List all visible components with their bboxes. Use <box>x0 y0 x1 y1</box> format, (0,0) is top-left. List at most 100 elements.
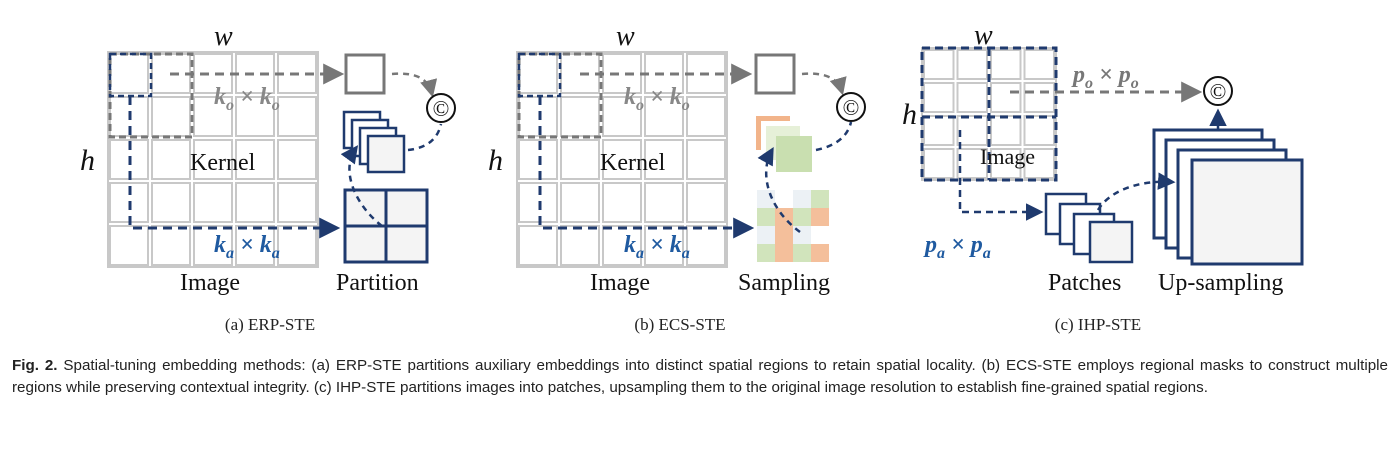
caption-c: (c) IHP-STE <box>1055 315 1141 334</box>
concat-circle-a <box>426 93 456 123</box>
kernel-label-b: Kernel <box>600 150 666 176</box>
grid-border <box>107 51 319 268</box>
grid-cell <box>686 182 726 223</box>
partition-grid-a <box>343 188 429 264</box>
panel-c: w h Image po × po © Up-sampling Patches <box>902 20 1304 334</box>
grid-cell <box>109 225 149 266</box>
sampling-cell <box>757 208 775 226</box>
image-grid-b <box>516 51 728 268</box>
grid-cell <box>277 96 317 137</box>
sampling-cell <box>811 244 829 262</box>
navy-path-b <box>538 96 755 239</box>
grid-cell <box>193 96 233 137</box>
partition-label-a: Partition <box>336 270 419 296</box>
grid-cell <box>193 139 233 180</box>
concat-circle-b <box>836 92 866 122</box>
figure-caption-text: Spatial-tuning embedding methods: (a) ER… <box>12 357 1388 396</box>
grid-cell <box>151 139 191 180</box>
concat-circle-c <box>1203 76 1233 106</box>
sampling-checkerboard-b <box>757 190 829 262</box>
grid-cell <box>923 115 955 146</box>
grid-cell <box>686 139 726 180</box>
navy-curve-stack-b <box>815 121 853 152</box>
concat-symbol-b: © <box>843 95 860 120</box>
image-grid-c <box>921 47 1057 181</box>
panel-a: w h Kernel Image ko × ko ka × ka © <box>80 21 456 334</box>
image-label-a: Image <box>180 270 240 296</box>
grid-cell <box>518 96 558 137</box>
grid-cell <box>990 49 1022 80</box>
sampling-cell <box>757 190 775 208</box>
sampling-cell <box>793 244 811 262</box>
grid-cell <box>644 96 684 137</box>
grid-cell <box>560 225 600 266</box>
pa-label-c: pa × pa <box>923 232 991 262</box>
grid-cell <box>1023 148 1055 179</box>
stack-colored-b <box>756 116 812 172</box>
grid-cell <box>602 96 642 137</box>
grid-cell <box>235 182 275 223</box>
grid-cell <box>518 53 558 94</box>
patches-label-c: Patches <box>1048 270 1121 296</box>
navy-curve-stack-a <box>407 123 443 152</box>
figure-caption: Fig. 2. Spatial-tuning embedding methods… <box>12 355 1388 399</box>
width-label-b: w <box>616 21 635 52</box>
patches-stack-c <box>1044 192 1134 264</box>
grid-cell <box>518 225 558 266</box>
grid-cell <box>109 53 149 94</box>
grid-cell <box>1023 82 1055 113</box>
sampling-cell <box>757 226 775 244</box>
grid-cell <box>923 148 955 179</box>
concat-symbol-c: © <box>1210 79 1227 104</box>
height-label-c: h <box>902 98 917 131</box>
grid-cell <box>990 82 1022 113</box>
grid-cell <box>518 182 558 223</box>
grid-cell <box>151 96 191 137</box>
grid-cell <box>277 225 317 266</box>
grid-cell <box>686 225 726 266</box>
concat-symbol-a: © <box>433 96 450 121</box>
grid-cell <box>1023 115 1055 146</box>
height-label-b: h <box>488 144 503 177</box>
upsampling-label-c: Up-sampling <box>1158 270 1283 296</box>
grid-cell <box>151 225 191 266</box>
grid-cell <box>602 139 642 180</box>
grid-cell <box>560 182 600 223</box>
grid-cell <box>277 182 317 223</box>
width-label-a: w <box>214 21 233 52</box>
grid-cell <box>235 139 275 180</box>
gray-curve-b <box>801 72 847 96</box>
grid-cell <box>602 182 642 223</box>
grid-cell <box>193 225 233 266</box>
ko-label-b: ko × ko <box>624 84 690 114</box>
grid-cell <box>193 182 233 223</box>
sampling-cell <box>775 190 793 208</box>
sampling-cell <box>775 244 793 262</box>
po-label-c: po × po <box>1071 62 1139 92</box>
navy-curve-sampling-b <box>757 146 801 234</box>
grid-cell <box>235 225 275 266</box>
upsampling-stack-c <box>1152 128 1304 266</box>
grid-cell <box>235 96 275 137</box>
sampling-cell <box>757 244 775 262</box>
grid-cell <box>277 139 317 180</box>
grid-cell <box>956 148 988 179</box>
grid-cell <box>193 53 233 94</box>
panel-b: w h Kernel Image ko × ko ka × ka © Sampl… <box>488 21 866 334</box>
grid-cell <box>602 225 642 266</box>
grid-cell <box>956 82 988 113</box>
grid-cell <box>686 96 726 137</box>
sampling-label-b: Sampling <box>738 270 830 296</box>
ko-label-a: ko × ko <box>214 84 280 114</box>
ka-label-b: ka × ka <box>624 232 690 262</box>
grid-border <box>516 51 728 268</box>
pooled-box-a <box>344 53 386 95</box>
grid-cell <box>151 182 191 223</box>
pooled-box-b <box>754 53 796 95</box>
grid-cell <box>518 139 558 180</box>
grid-cell <box>956 49 988 80</box>
grid-cell <box>560 96 600 137</box>
grid-cell <box>923 49 955 80</box>
grid-cell <box>990 115 1022 146</box>
